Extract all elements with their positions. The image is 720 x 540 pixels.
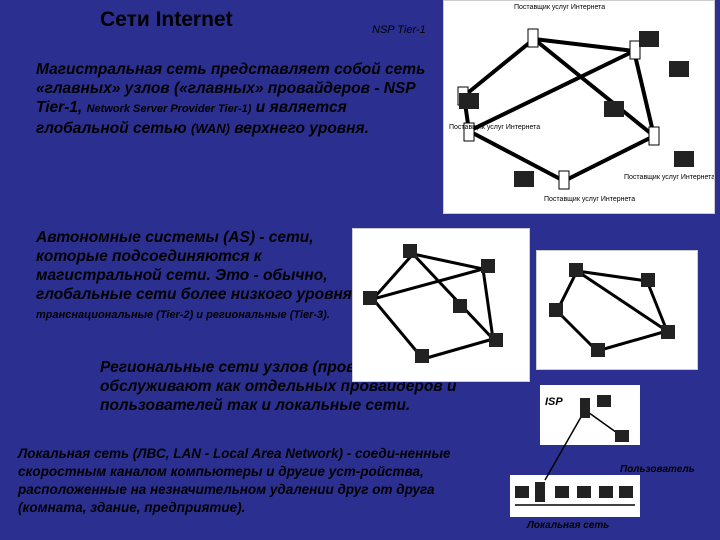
backbone-text-e: верхнего уровня. [229, 120, 369, 137]
backbone-diagram: Поставщик услуг Интернета Поставщик услу… [443, 0, 715, 214]
as-diagram [352, 228, 530, 382]
regional-diagram [536, 250, 698, 370]
lan-paragraph: Локальная сеть (ЛВС, LAN - Local Area Ne… [18, 446, 451, 515]
provider-label-top: Поставщик услуг Интернета [514, 4, 605, 11]
user-label: Пользователь [620, 464, 695, 475]
slide-title: Сети Internet [100, 8, 233, 31]
backbone-text-d: (WAN) [190, 121, 230, 136]
provider-label-bottom: Поставщик услуг Интернета [544, 196, 635, 203]
provider-label-left: Поставщик услуг Интернета [449, 124, 540, 131]
nsp-tier1-label: NSP Tier-1 [372, 24, 426, 36]
provider-label-right: Поставщик услуг Интернета [624, 174, 715, 181]
backbone-text-b: Network Server Provider Tier-1) [86, 103, 252, 115]
lan-label: Локальная сеть [527, 520, 610, 531]
regional-paragraph: Региональные сети узлов (провайдеров), о… [100, 359, 457, 414]
isp-label: ISP [545, 396, 563, 408]
isp-diagram [510, 385, 640, 517]
backbone-text-a: Магистральная сеть представляет собой се… [36, 61, 426, 116]
as-paragraph: Автономные системы (AS) - сети, которые … [36, 228, 366, 325]
as-text-b: транснациональные (Tier-2) и региональны… [36, 309, 330, 321]
backbone-text-c: и является глобальной сетью [36, 99, 347, 137]
backbone-paragraph: Магистральная сеть представляет собой се… [36, 60, 436, 138]
as-text-a: Автономные системы (AS) - сети, которые … [36, 229, 358, 303]
